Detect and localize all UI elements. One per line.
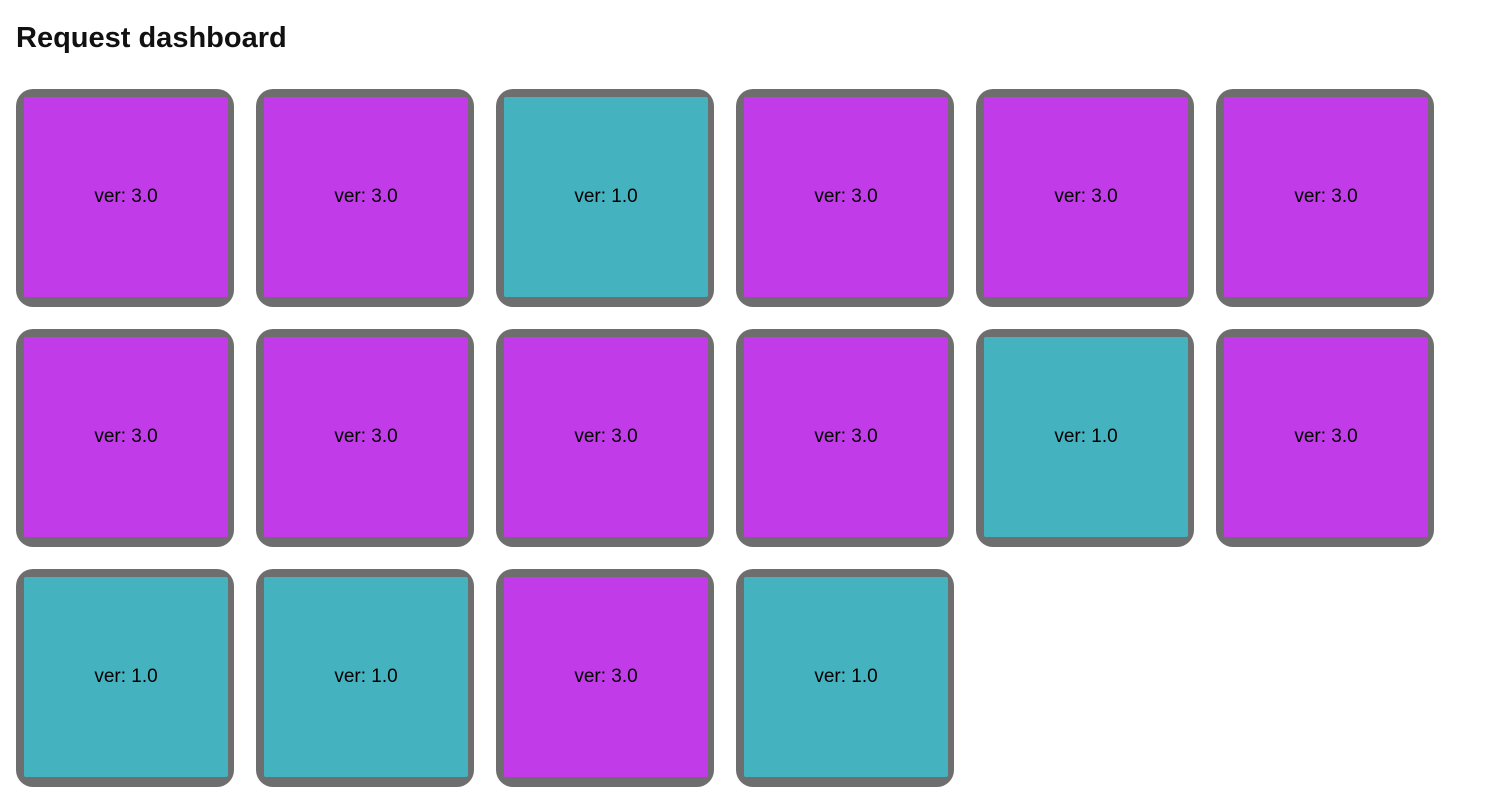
request-tile[interactable]: ver: 3.0 bbox=[1216, 329, 1434, 547]
tile-fill: ver: 3.0 bbox=[264, 337, 468, 537]
tile-fill: ver: 1.0 bbox=[24, 577, 228, 777]
tile-version-label: ver: 1.0 bbox=[574, 186, 638, 207]
tile-fill: ver: 1.0 bbox=[264, 577, 468, 777]
tile-version-label: ver: 3.0 bbox=[574, 426, 638, 447]
tile-fill: ver: 1.0 bbox=[504, 97, 708, 297]
tile-fill: ver: 3.0 bbox=[1224, 97, 1428, 297]
tile-fill: ver: 3.0 bbox=[504, 577, 708, 777]
request-tile[interactable]: ver: 3.0 bbox=[256, 329, 474, 547]
request-tile[interactable]: ver: 3.0 bbox=[736, 89, 954, 307]
request-tile[interactable]: ver: 1.0 bbox=[736, 569, 954, 787]
tile-version-label: ver: 1.0 bbox=[334, 666, 398, 687]
tile-fill: ver: 3.0 bbox=[744, 97, 948, 297]
request-tile[interactable]: ver: 3.0 bbox=[496, 329, 714, 547]
request-tile[interactable]: ver: 3.0 bbox=[256, 89, 474, 307]
request-tile[interactable]: ver: 3.0 bbox=[496, 569, 714, 787]
request-tile[interactable]: ver: 3.0 bbox=[16, 329, 234, 547]
tile-version-label: ver: 3.0 bbox=[1054, 186, 1118, 207]
tile-fill: ver: 1.0 bbox=[744, 577, 948, 777]
tile-version-label: ver: 1.0 bbox=[814, 666, 878, 687]
tile-version-label: ver: 3.0 bbox=[94, 426, 158, 447]
tile-version-label: ver: 3.0 bbox=[814, 186, 878, 207]
page-title: Request dashboard bbox=[16, 22, 287, 54]
request-tile[interactable]: ver: 1.0 bbox=[16, 569, 234, 787]
request-tile[interactable]: ver: 3.0 bbox=[1216, 89, 1434, 307]
tile-fill: ver: 3.0 bbox=[984, 97, 1188, 297]
tile-fill: ver: 1.0 bbox=[984, 337, 1188, 537]
tile-fill: ver: 3.0 bbox=[1224, 337, 1428, 537]
request-tile[interactable]: ver: 1.0 bbox=[496, 89, 714, 307]
tile-fill: ver: 3.0 bbox=[24, 337, 228, 537]
tile-fill: ver: 3.0 bbox=[24, 97, 228, 297]
tile-fill: ver: 3.0 bbox=[744, 337, 948, 537]
request-tile[interactable]: ver: 3.0 bbox=[736, 329, 954, 547]
tile-version-label: ver: 3.0 bbox=[334, 426, 398, 447]
request-tile-grid: ver: 3.0 ver: 3.0 ver: 1.0 ver: 3.0 ver: 3.0… bbox=[16, 89, 1466, 787]
tile-version-label: ver: 1.0 bbox=[94, 666, 158, 687]
tile-fill: ver: 3.0 bbox=[264, 97, 468, 297]
request-tile[interactable]: ver: 3.0 bbox=[16, 89, 234, 307]
tile-version-label: ver: 3.0 bbox=[1294, 186, 1358, 207]
tile-version-label: ver: 3.0 bbox=[94, 186, 158, 207]
tile-version-label: ver: 1.0 bbox=[1054, 426, 1118, 447]
tile-version-label: ver: 3.0 bbox=[334, 186, 398, 207]
request-tile[interactable]: ver: 1.0 bbox=[256, 569, 474, 787]
request-tile[interactable]: ver: 3.0 bbox=[976, 89, 1194, 307]
tile-version-label: ver: 3.0 bbox=[814, 426, 878, 447]
tile-fill: ver: 3.0 bbox=[504, 337, 708, 537]
tile-version-label: ver: 3.0 bbox=[574, 666, 638, 687]
request-tile[interactable]: ver: 1.0 bbox=[976, 329, 1194, 547]
tile-version-label: ver: 3.0 bbox=[1294, 426, 1358, 447]
